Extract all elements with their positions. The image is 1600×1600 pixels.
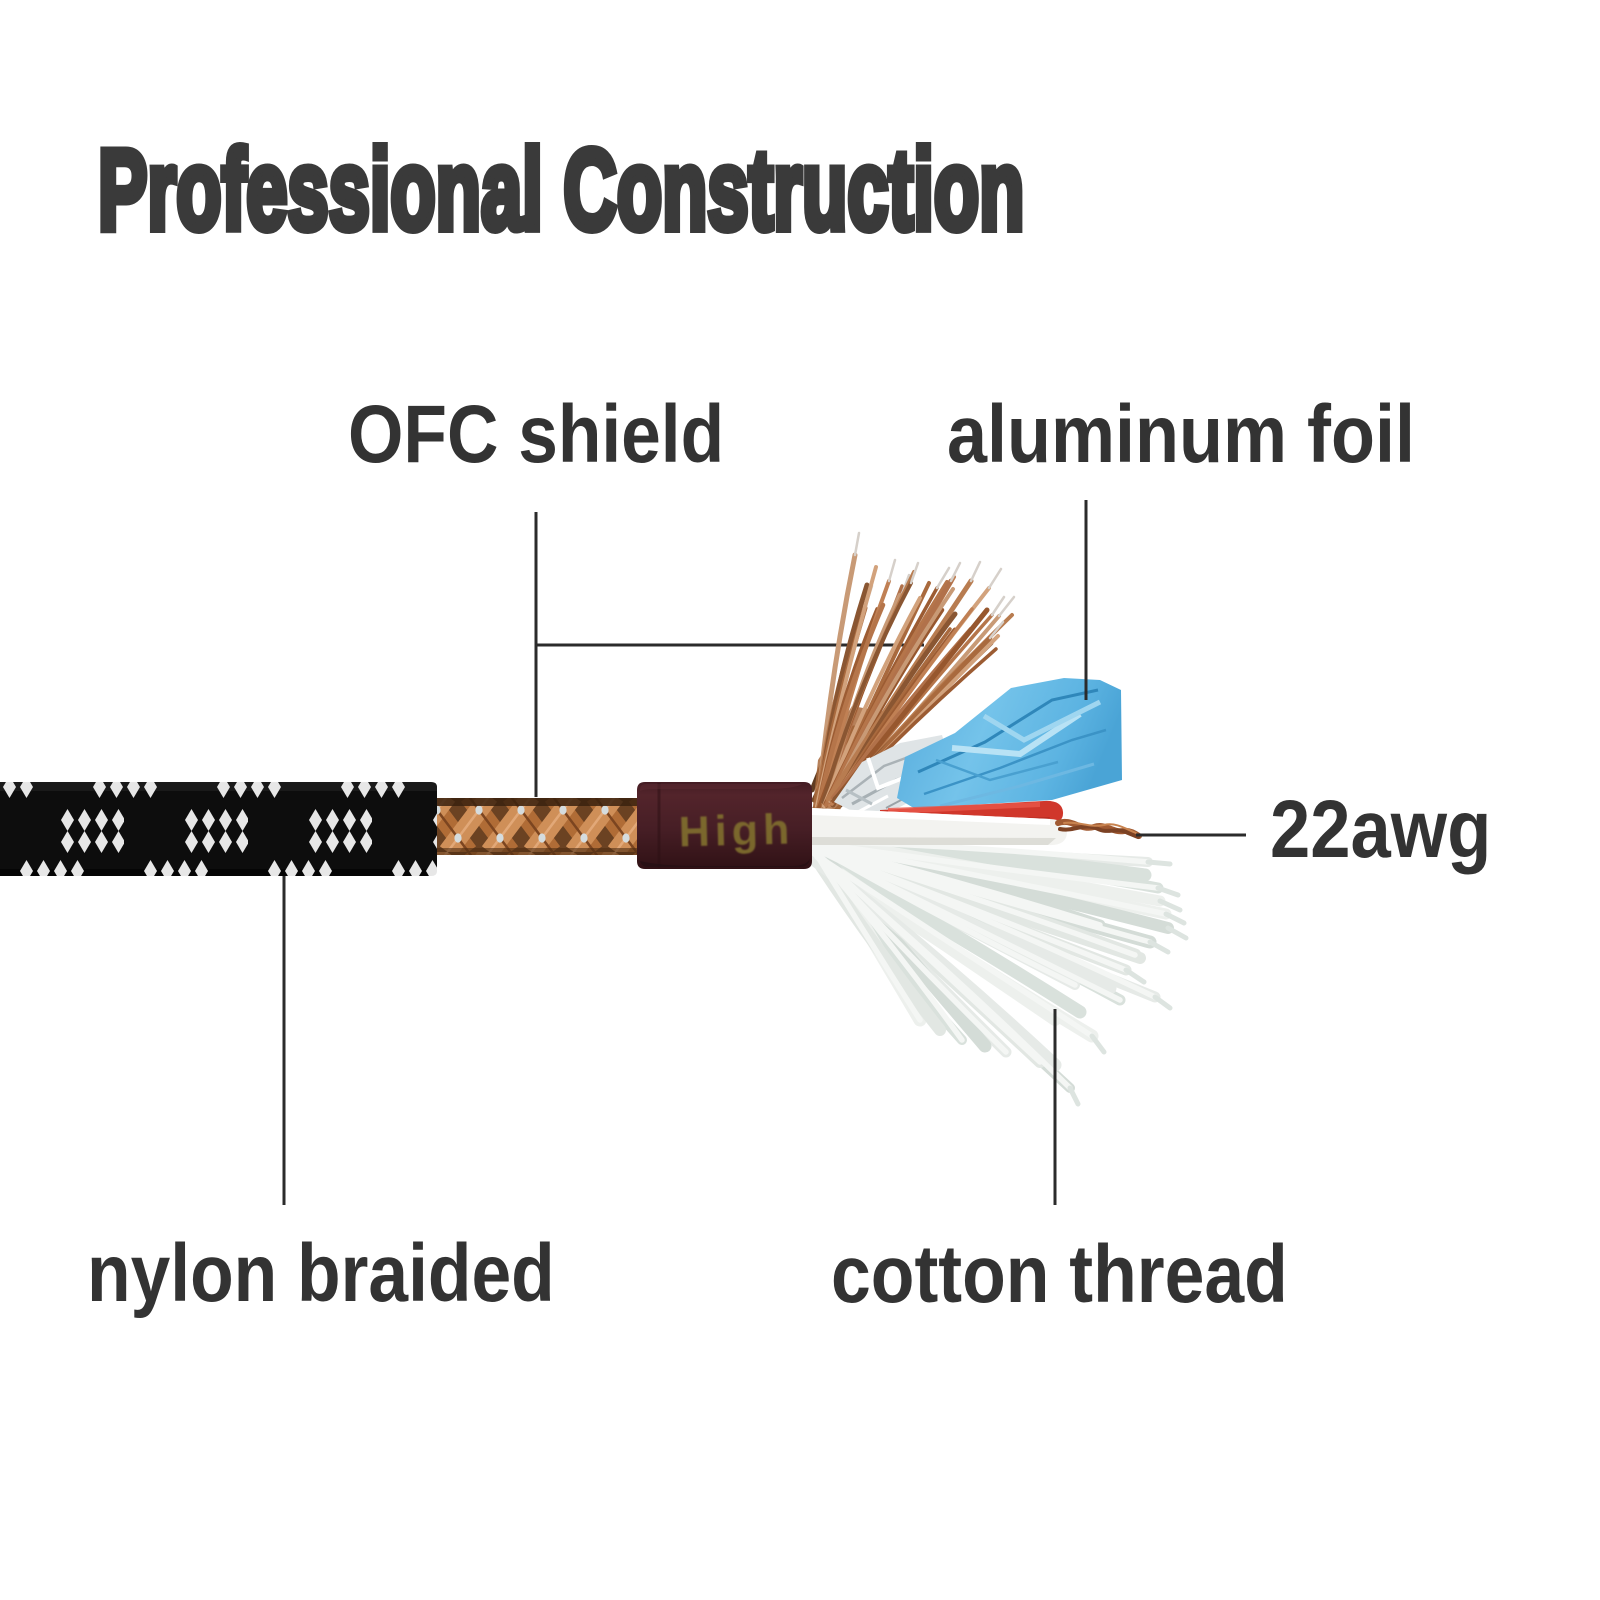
svg-text:High: High (678, 805, 795, 856)
